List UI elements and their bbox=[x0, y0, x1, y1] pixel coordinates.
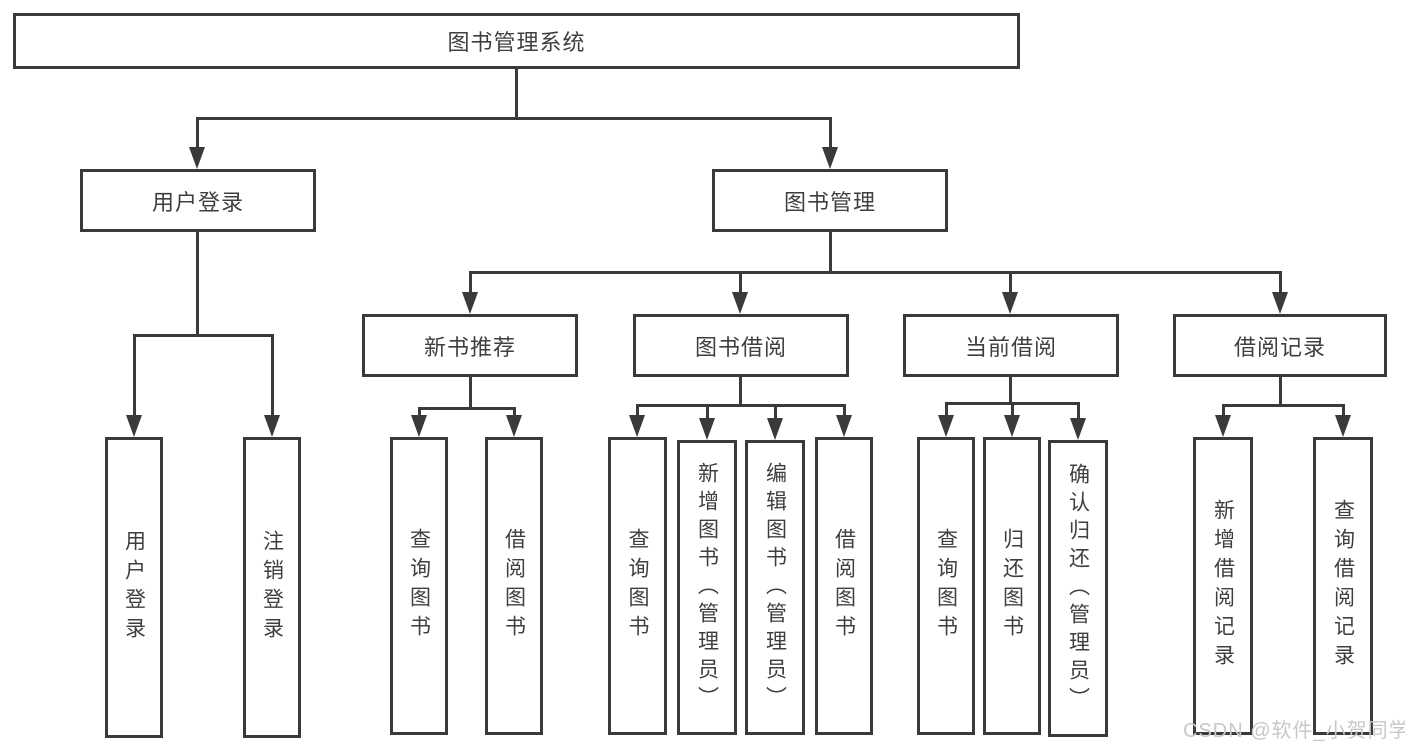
connector-drop bbox=[132, 335, 136, 425]
node-label: 图书借阅 bbox=[694, 334, 787, 360]
node-label: 用户登录 bbox=[151, 189, 244, 215]
connector-drop bbox=[828, 118, 832, 157]
connector-drop bbox=[1076, 403, 1080, 428]
leaf-query-books: 查询图书 bbox=[608, 437, 667, 735]
csdn-watermark: CSDN @软件_小贺同学 bbox=[1183, 720, 1405, 742]
node-label: 图书管理系统 bbox=[447, 30, 586, 55]
arrowhead-down-icon bbox=[732, 292, 748, 314]
connector-stem bbox=[1278, 377, 1282, 407]
leaf-label: 用户登录 bbox=[122, 529, 146, 646]
node-label: 借阅记录 bbox=[1233, 334, 1326, 360]
leaf-query-borrow-record: 查询借阅记录 bbox=[1313, 437, 1373, 735]
leaf-confirm-return-admin: 确认归还（管理员） bbox=[1048, 440, 1108, 737]
node-book-borrowing: 图书借阅 bbox=[633, 314, 849, 377]
node-borrowing-records: 借阅记录 bbox=[1173, 314, 1387, 377]
node-label: 图书管理 bbox=[783, 189, 876, 215]
connector-drop bbox=[195, 118, 199, 157]
connector-stem bbox=[468, 377, 472, 410]
leaf-borrow-books: 借阅图书 bbox=[485, 437, 543, 735]
connector-drop bbox=[773, 405, 777, 428]
arrowhead-down-icon bbox=[836, 415, 852, 437]
connector-drop bbox=[1008, 272, 1012, 302]
node-label: 新书推荐 bbox=[423, 334, 516, 360]
leaf-label: 新增图书（管理员） bbox=[695, 461, 719, 714]
leaf-label: 注销登录 bbox=[260, 529, 284, 646]
leaf-return-books: 归还图书 bbox=[983, 437, 1041, 735]
connector-bar bbox=[468, 270, 1282, 274]
node-library-management-system: 图书管理系统 bbox=[13, 13, 1020, 69]
connector-drop bbox=[944, 403, 948, 425]
leaf-label: 查询图书 bbox=[626, 528, 649, 644]
node-current-borrowing: 当前借阅 bbox=[903, 314, 1119, 377]
arrowhead-down-icon bbox=[411, 415, 427, 437]
connector-bar bbox=[635, 403, 846, 407]
leaf-label: 查询图书 bbox=[934, 528, 958, 644]
leaf-logout: 注销登录 bbox=[243, 437, 301, 738]
arrowhead-down-icon bbox=[189, 147, 205, 169]
connector-stem bbox=[514, 69, 518, 120]
leaf-label: 新增借阅记录 bbox=[1211, 499, 1235, 673]
connector-bar bbox=[417, 406, 516, 410]
connector-drop bbox=[270, 335, 274, 425]
leaf-label: 查询借阅记录 bbox=[1331, 499, 1355, 673]
arrowhead-down-icon bbox=[1272, 292, 1288, 314]
connector-stem bbox=[828, 232, 832, 274]
leaf-query-books: 查询图书 bbox=[917, 437, 975, 735]
arrowhead-down-icon bbox=[1335, 415, 1351, 437]
leaf-query-books: 查询图书 bbox=[390, 437, 448, 735]
arrowhead-down-icon bbox=[462, 292, 478, 314]
arrowhead-down-icon bbox=[1215, 415, 1231, 437]
connector-drop bbox=[1010, 403, 1014, 425]
leaf-add-books-admin: 新增图书（管理员） bbox=[677, 440, 737, 735]
arrowhead-down-icon bbox=[1002, 292, 1018, 314]
leaf-user-login: 用户登录 bbox=[105, 437, 163, 738]
arrowhead-down-icon bbox=[699, 418, 715, 440]
connector-bar bbox=[195, 116, 832, 120]
connector-bar bbox=[1221, 403, 1345, 407]
connector-drop bbox=[1278, 272, 1282, 302]
node-new-book-recommendation: 新书推荐 bbox=[362, 314, 578, 377]
arrowhead-down-icon bbox=[938, 415, 954, 437]
node-label: 当前借阅 bbox=[964, 334, 1057, 360]
connector-stem bbox=[738, 377, 742, 407]
node-user-login: 用户登录 bbox=[80, 169, 316, 232]
arrowhead-down-icon bbox=[126, 415, 142, 437]
leaf-edit-books-admin: 编辑图书（管理员） bbox=[745, 440, 805, 735]
arrowhead-down-icon bbox=[629, 415, 645, 437]
arrowhead-down-icon bbox=[822, 147, 838, 169]
connector-drop bbox=[705, 405, 709, 428]
leaf-label: 编辑图书（管理员） bbox=[763, 461, 787, 714]
connector-stem bbox=[1008, 377, 1012, 405]
connector-drop bbox=[468, 272, 472, 302]
arrowhead-down-icon bbox=[506, 415, 522, 437]
leaf-add-borrow-record: 新增借阅记录 bbox=[1193, 437, 1253, 735]
connector-stem bbox=[195, 232, 199, 337]
connector-bar bbox=[132, 333, 274, 337]
leaf-label: 确认归还（管理员） bbox=[1066, 462, 1090, 715]
arrowhead-down-icon bbox=[767, 418, 783, 440]
leaf-borrow-books: 借阅图书 bbox=[815, 437, 873, 735]
arrowhead-down-icon bbox=[264, 415, 280, 437]
connector-drop bbox=[738, 272, 742, 302]
leaf-label: 查询图书 bbox=[407, 528, 431, 644]
arrowhead-down-icon bbox=[1004, 415, 1020, 437]
arrowhead-down-icon bbox=[1070, 418, 1086, 440]
node-book-management: 图书管理 bbox=[712, 169, 948, 232]
leaf-label: 借阅图书 bbox=[502, 528, 526, 644]
leaf-label: 借阅图书 bbox=[832, 528, 856, 644]
leaf-label: 归还图书 bbox=[1000, 528, 1024, 644]
